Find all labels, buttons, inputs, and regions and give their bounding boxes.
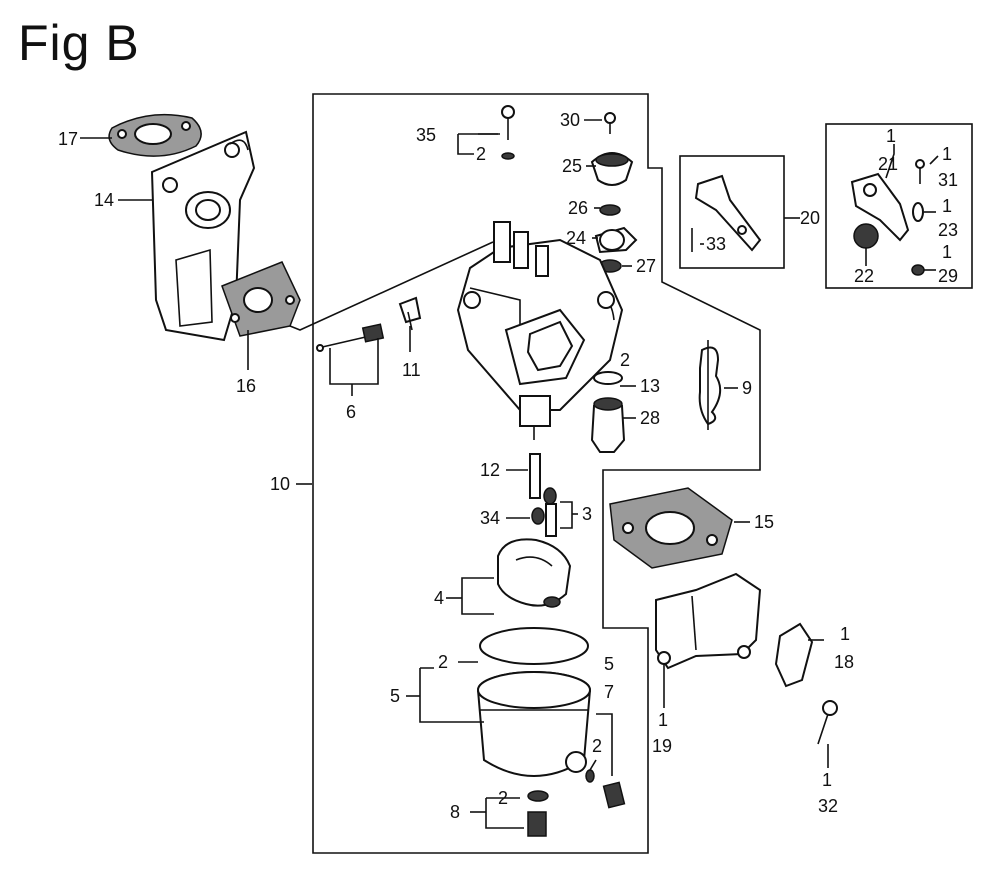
callout-13: 13: [640, 376, 660, 396]
callout-31: 31: [938, 170, 958, 190]
callout-4: 4: [434, 588, 444, 608]
callout-5: 5: [390, 686, 400, 706]
carburetor-body: [456, 221, 624, 440]
callout-10: 10: [270, 474, 290, 494]
callout-7: 7: [604, 682, 614, 702]
callout-19-qty: 1: [658, 710, 668, 730]
screw-35: [501, 105, 515, 160]
screw-11: [398, 296, 422, 331]
choke-lever-20: [691, 174, 762, 252]
clamp-18: [774, 622, 838, 745]
callout-18: 18: [834, 652, 854, 672]
callout-14: 14: [94, 190, 114, 210]
callout-24: 24: [566, 228, 586, 248]
callout-23: 23: [938, 220, 958, 240]
callout-5-qty: 2: [438, 652, 448, 672]
needle-jet: [529, 453, 557, 537]
callout-28: 28: [640, 408, 660, 428]
float-4: [497, 538, 572, 608]
callout-7-qty: 2: [592, 736, 602, 756]
callout-3: 3: [582, 504, 592, 524]
callout-26: 26: [568, 198, 588, 218]
callout-11: 11: [402, 360, 421, 380]
callout-30: 30: [560, 110, 580, 130]
callout-35: 35: [416, 125, 436, 145]
callout-27: 27: [636, 256, 656, 276]
callout-32: 32: [818, 796, 838, 816]
callout-labels: 17 14 16 35 2 30 25 26 24 27 33 20 1 21 …: [58, 110, 958, 822]
lever-group-21: [850, 159, 925, 276]
callout-18-qty: 1: [840, 624, 850, 644]
group-frames: [279, 93, 973, 854]
gasket-15: [609, 487, 733, 569]
callout-31-qty: 1: [942, 144, 952, 164]
callout-23-qty: 1: [942, 196, 952, 216]
callout-19: 19: [652, 736, 672, 756]
callout-21-qty: 1: [886, 126, 896, 146]
callout-25: 25: [562, 156, 582, 176]
callout-32-qty: 1: [822, 770, 832, 790]
callout-8: 8: [450, 802, 460, 822]
gasket-16: [221, 261, 301, 337]
callout-6: 6: [346, 402, 356, 422]
gasket-17: [108, 113, 202, 157]
callout-5-right: 5: [604, 654, 614, 674]
callout-12: 12: [480, 460, 500, 480]
cap-stack: [590, 112, 638, 273]
figure-title: Fig B: [18, 15, 140, 71]
carburetor-assembly-frame: [312, 93, 761, 854]
callout-8-qty: 2: [498, 788, 508, 808]
leader-lines: [80, 119, 939, 829]
filter-28: [590, 371, 626, 453]
callout-15: 15: [754, 512, 774, 532]
callout-22: 22: [854, 266, 874, 286]
drain-screws: [527, 769, 626, 837]
choke-parts-frame: [679, 155, 785, 269]
lever-parts-frame: [825, 123, 973, 289]
callout-17: 17: [58, 129, 78, 149]
callout-13-qty: 2: [620, 350, 630, 370]
float-pin-9: [698, 340, 722, 430]
callout-34: 34: [480, 508, 500, 528]
callout-35-qty: 2: [476, 144, 486, 164]
callout-29-qty: 1: [942, 242, 952, 262]
float-bowl-5: [477, 627, 591, 777]
callout-16: 16: [236, 376, 256, 396]
callout-21: 21: [878, 154, 898, 174]
pilot-screw-6: [316, 323, 385, 352]
callout-29: 29: [938, 266, 958, 286]
callout-33: 33: [706, 234, 726, 254]
bracket-19: [655, 572, 762, 670]
callout-20: 20: [800, 208, 820, 228]
callout-9: 9: [742, 378, 752, 398]
